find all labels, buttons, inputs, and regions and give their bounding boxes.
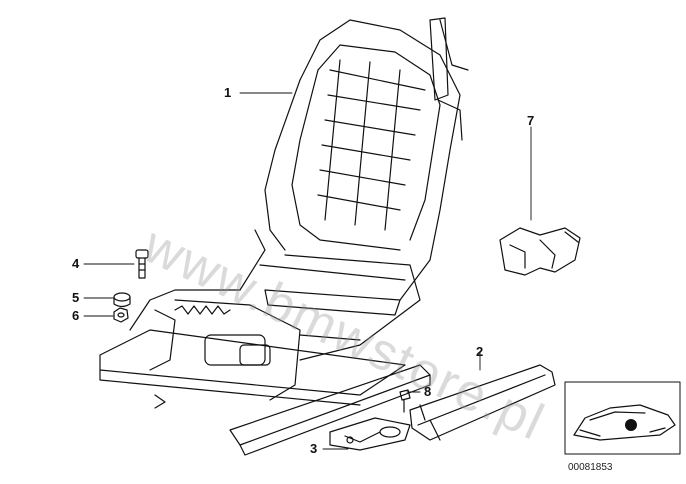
cover-bracket-part [329, 417, 411, 451]
inset-seat-marker [625, 419, 637, 431]
screw-part [399, 389, 411, 413]
plug-connector-part [499, 227, 581, 276]
seat-rails [99, 329, 431, 456]
callout-1: 1 [224, 85, 232, 100]
inset-diagram-code: 00081853 [568, 462, 613, 473]
callout-7: 7 [527, 113, 535, 128]
callout-6: 6 [72, 308, 80, 323]
rail-cover-part [409, 364, 556, 441]
callout-4: 4 [72, 256, 80, 271]
callout-5: 5 [72, 290, 80, 305]
seat-base-frame [129, 229, 421, 401]
nut-part [113, 307, 129, 323]
inset-car-view [564, 381, 681, 455]
callout-2: 2 [476, 344, 484, 359]
seat-back-frame [264, 17, 469, 301]
bolt-part [135, 249, 149, 279]
callout-8: 8 [424, 384, 432, 399]
leader-lines [83, 92, 532, 450]
cap-part [113, 292, 131, 308]
callout-3: 3 [310, 441, 318, 456]
